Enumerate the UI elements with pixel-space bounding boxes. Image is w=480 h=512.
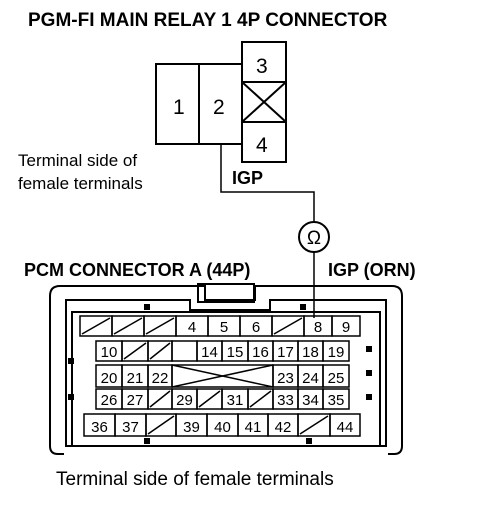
pcm-terminal-25: 25 <box>328 370 345 387</box>
pcm-terminal-18: 18 <box>302 344 319 361</box>
pcm-latch-marks <box>68 304 372 444</box>
pcm-terminal-9: 9 <box>342 319 350 336</box>
pcm-terminal-15: 15 <box>227 344 244 361</box>
relay-connector <box>155 41 287 163</box>
relay-connector-title: PGM-FI MAIN RELAY 1 4P CONNECTOR <box>28 10 388 31</box>
pcm-wire-label: IGP (ORN) <box>328 260 416 280</box>
pcm-terminal-44: 44 <box>337 419 354 436</box>
relay-pin-3: 3 <box>256 55 268 78</box>
pcm-terminal-20: 20 <box>101 370 118 387</box>
relay-pin-1: 1 <box>173 96 185 119</box>
pcm-terminal-40: 40 <box>214 419 231 436</box>
pcm-terminal-grid: 4 5 6 8 9 10 14 15 16 17 18 19 20 21 22 23 24 25 26 27 29 31 3… <box>79 315 361 437</box>
pcm-terminal-23: 23 <box>277 370 294 387</box>
pcm-terminal-5: 5 <box>220 319 228 336</box>
pcm-terminal-33: 33 <box>277 392 294 409</box>
pcm-terminal-27: 27 <box>127 392 144 409</box>
pcm-terminal-41: 41 <box>245 419 262 436</box>
pcm-terminal-22: 22 <box>152 370 169 387</box>
relay-wire-label: IGP <box>232 168 263 188</box>
relay-pin-2: 2 <box>213 96 225 119</box>
pcm-terminal-42: 42 <box>275 419 292 436</box>
pcm-terminal-26: 26 <box>101 392 118 409</box>
pcm-terminal-24: 24 <box>302 370 319 387</box>
pcm-terminal-29: 29 <box>176 392 193 409</box>
pcm-terminal-19: 19 <box>328 344 345 361</box>
pcm-terminal-17: 17 <box>277 344 294 361</box>
pcm-terminal-21: 21 <box>127 370 144 387</box>
pcm-terminal-6: 6 <box>252 319 260 336</box>
pcm-terminal-16: 16 <box>252 344 269 361</box>
pcm-terminal-35: 35 <box>328 392 345 409</box>
relay-side-label-2: female terminals <box>18 174 143 193</box>
relay-pin-4: 4 <box>256 134 268 157</box>
pcm-terminal-34: 34 <box>302 392 319 409</box>
ohm-symbol: Ω <box>307 228 321 249</box>
pcm-connector-housing <box>49 283 403 455</box>
pcm-connector-title: PCM CONNECTOR A (44P) <box>24 260 250 280</box>
pcm-terminal-4: 4 <box>188 319 196 336</box>
pcm-terminal-14: 14 <box>201 344 218 361</box>
pcm-terminal-8: 8 <box>314 319 322 336</box>
relay-side-label-1: Terminal side of <box>18 151 137 170</box>
pcm-bottom-label: Terminal side of female terminals <box>56 469 334 490</box>
pcm-terminal-36: 36 <box>91 419 108 436</box>
pcm-terminal-31: 31 <box>227 392 244 409</box>
pcm-terminal-39: 39 <box>183 419 200 436</box>
pcm-terminal-10: 10 <box>101 344 118 361</box>
pcm-terminal-37: 37 <box>122 419 139 436</box>
igp-wire-relay <box>220 144 315 222</box>
